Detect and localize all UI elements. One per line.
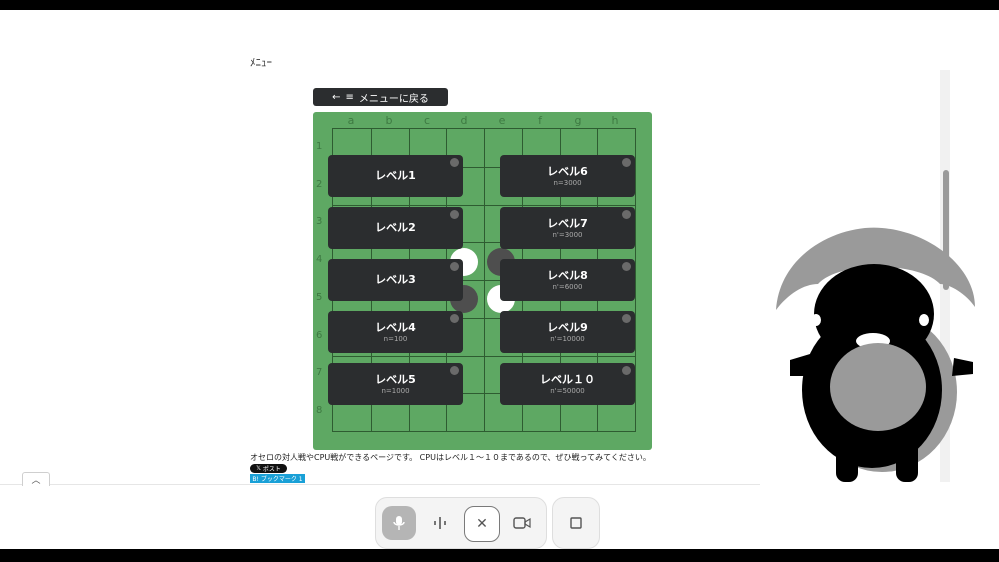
column-label-d: d <box>460 114 468 127</box>
level-4-button[interactable]: レベル4 n=100 <box>328 311 463 353</box>
badge-icon <box>450 158 459 167</box>
level-9-button[interactable]: レベル9 n'=10000 <box>500 311 635 353</box>
microphone-icon <box>393 516 405 530</box>
level-label: レベル8 <box>547 268 588 282</box>
arrow-left-icon: ← <box>332 91 341 103</box>
column-label-g: g <box>574 114 582 127</box>
level-6-button[interactable]: レベル6 n=3000 <box>500 155 635 197</box>
page-description: オセロの対人戦やCPU戦ができるページです。 CPUはレベル１～１０まであるので… <box>250 453 651 462</box>
badge-icon <box>450 210 459 219</box>
level-simulations: n'=3000 <box>552 230 583 239</box>
row-label-4: 4 <box>316 254 323 265</box>
top-letterbox-bar <box>0 0 999 10</box>
call-controls-group: ✕ <box>375 497 547 549</box>
penguin-mascot-illustration <box>776 227 975 482</box>
badge-icon <box>450 262 459 271</box>
level-simulations: n'=10000 <box>550 334 585 343</box>
row-label-1: 1 <box>316 141 323 152</box>
menu-icon: ≡ <box>345 91 354 103</box>
audio-waveform-icon <box>434 517 446 529</box>
level-7-button[interactable]: レベル7 n'=3000 <box>500 207 635 249</box>
level-5-button[interactable]: レベル5 n=1000 <box>328 363 463 405</box>
row-label-6: 6 <box>316 330 323 341</box>
badge-icon <box>622 314 631 323</box>
level-simulations: n'=50000 <box>550 386 585 395</box>
end-call-button[interactable]: ✕ <box>464 506 500 542</box>
stop-button[interactable] <box>559 506 593 540</box>
badge-icon <box>622 210 631 219</box>
stop-icon <box>570 517 582 529</box>
video-camera-icon <box>513 517 531 529</box>
grid-line-horizontal <box>333 356 635 357</box>
column-label-c: c <box>423 114 431 127</box>
close-icon: ✕ <box>476 516 488 532</box>
row-label-2: 2 <box>316 179 323 190</box>
page-heading-fragment: ﾒﾆｭｰ <box>250 58 272 68</box>
level-label: レベル7 <box>547 216 588 230</box>
level-label: レベル3 <box>375 273 416 286</box>
column-label-h: h <box>611 114 619 127</box>
hatena-bookmark-button[interactable]: B! ブックマーク 1 <box>250 474 305 483</box>
column-label-f: f <box>538 114 542 127</box>
stop-share-group <box>552 497 600 549</box>
row-label-8: 8 <box>316 405 323 416</box>
chevron-up-icon: ︿ <box>31 476 41 486</box>
collapse-tab[interactable]: ︿ <box>22 472 50 486</box>
level-label: レベル6 <box>547 164 588 178</box>
back-to-menu-button[interactable]: ← ≡ メニューに戻る <box>313 88 448 106</box>
row-label-7: 7 <box>316 367 323 378</box>
back-to-menu-label: メニューに戻る <box>358 93 429 105</box>
column-label-a: a <box>347 114 355 127</box>
level-2-button[interactable]: レベル2 <box>328 207 463 249</box>
page-bottom-divider <box>0 484 760 485</box>
level-label: レベル4 <box>375 320 416 334</box>
level-simulations: n=3000 <box>553 178 582 187</box>
level-label: レベル1 <box>375 169 416 182</box>
bottom-letterbox-bar <box>0 549 999 562</box>
level-label: レベル9 <box>547 320 588 334</box>
grid-line-horizontal <box>333 280 635 281</box>
row-label-3: 3 <box>316 216 323 227</box>
badge-icon <box>622 262 631 271</box>
badge-icon <box>622 366 631 375</box>
scrollbar-thumb[interactable] <box>943 170 949 290</box>
badge-icon <box>450 366 459 375</box>
level-label: レベル2 <box>375 221 416 234</box>
badge-icon <box>450 314 459 323</box>
microphone-button[interactable] <box>382 506 416 540</box>
level-simulations: n=100 <box>383 334 408 343</box>
column-label-e: e <box>498 114 506 127</box>
audio-waveform-button[interactable] <box>423 506 457 540</box>
level-simulations: n'=6000 <box>552 282 583 291</box>
level-label: レベル１０ <box>540 372 595 386</box>
level-simulations: n=1000 <box>381 386 410 395</box>
column-label-b: b <box>385 114 393 127</box>
post-button-label: ポスト <box>262 466 281 473</box>
level-1-button[interactable]: レベル1 <box>328 155 463 197</box>
level-10-button[interactable]: レベル１０ n'=50000 <box>500 363 635 405</box>
grid-line-horizontal <box>333 393 635 394</box>
level-label: レベル5 <box>375 372 416 386</box>
level-8-button[interactable]: レベル8 n'=6000 <box>500 259 635 301</box>
grid-line-horizontal <box>333 318 635 319</box>
x-logo-icon: 𝕏 <box>256 465 261 472</box>
level-3-button[interactable]: レベル3 <box>328 259 463 301</box>
video-camera-button[interactable] <box>505 506 539 540</box>
x-post-button[interactable]: 𝕏 ポスト <box>250 464 287 473</box>
badge-icon <box>622 158 631 167</box>
row-label-5: 5 <box>316 292 323 303</box>
